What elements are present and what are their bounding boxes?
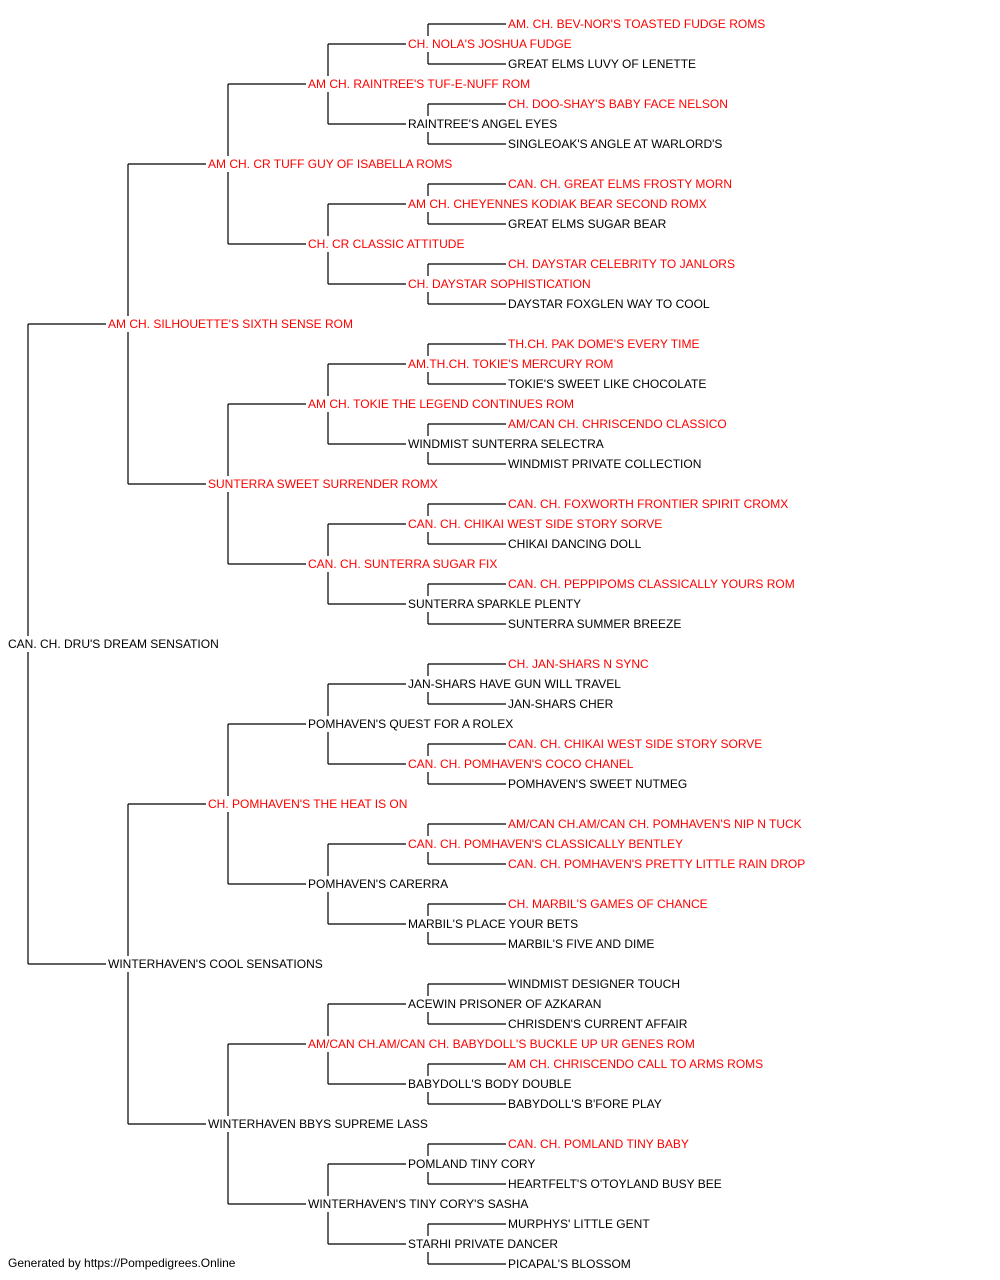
pedigree-node-gen5: CH. JAN-SHARS N SYNC <box>508 657 649 671</box>
pedigree-node-gen3: AM CH. RAINTREE'S TUF-E-NUFF ROM <box>308 77 530 91</box>
pedigree-node-gen1: AM CH. SILHOUETTE'S SIXTH SENSE ROM <box>108 317 353 331</box>
pedigree-node-gen4: JAN-SHARS HAVE GUN WILL TRAVEL <box>408 677 621 691</box>
pedigree-node-gen5: CAN. CH. FOXWORTH FRONTIER SPIRIT CROMX <box>508 497 788 511</box>
pedigree-node-gen3: POMHAVEN'S QUEST FOR A ROLEX <box>308 717 513 731</box>
pedigree-node-gen4: RAINTREE'S ANGEL EYES <box>408 117 557 131</box>
pedigree-node-gen4: MARBIL'S PLACE YOUR BETS <box>408 917 578 931</box>
pedigree-node-gen5: HEARTFELT'S O'TOYLAND BUSY BEE <box>508 1177 722 1191</box>
pedigree-node-gen5: BABYDOLL'S B'FORE PLAY <box>508 1097 662 1111</box>
pedigree-node-gen4: POMLAND TINY CORY <box>408 1157 535 1171</box>
pedigree-node-gen3: POMHAVEN'S CARERRA <box>308 877 448 891</box>
pedigree-node-gen5: CH. DOO-SHAY'S BABY FACE NELSON <box>508 97 728 111</box>
pedigree-node-gen5: CAN. CH. CHIKAI WEST SIDE STORY SORVE <box>508 737 762 751</box>
pedigree-node-gen4: AM CH. CHEYENNES KODIAK BEAR SECOND ROMX <box>408 197 707 211</box>
pedigree-node-gen3: CAN. CH. SUNTERRA SUGAR FIX <box>308 557 497 571</box>
pedigree-node-gen5: CAN. CH. POMHAVEN'S PRETTY LITTLE RAIN D… <box>508 857 805 871</box>
pedigree-node-gen5: TOKIE'S SWEET LIKE CHOCOLATE <box>508 377 706 391</box>
pedigree-node-gen4: SUNTERRA SPARKLE PLENTY <box>408 597 581 611</box>
pedigree-node-gen5: JAN-SHARS CHER <box>508 697 614 711</box>
pedigree-node-gen1: WINTERHAVEN'S COOL SENSATIONS <box>108 957 323 971</box>
pedigree-node-gen5: TH.CH. PAK DOME'S EVERY TIME <box>508 337 699 351</box>
pedigree-node-gen3: CH. CR CLASSIC ATTITUDE <box>308 237 464 251</box>
pedigree-node-gen4: CH. NOLA'S JOSHUA FUDGE <box>408 37 572 51</box>
pedigree-node-gen5: CHIKAI DANCING DOLL <box>508 537 642 551</box>
pedigree-node-gen5: DAYSTAR FOXGLEN WAY TO COOL <box>508 297 710 311</box>
pedigree-node-gen5: CH. DAYSTAR CELEBRITY TO JANLORS <box>508 257 735 271</box>
pedigree-node-gen5: WINDMIST DESIGNER TOUCH <box>508 977 680 991</box>
pedigree-node-gen5: AM CH. CHRISCENDO CALL TO ARMS ROMS <box>508 1057 763 1071</box>
pedigree-node-gen3: AM CH. TOKIE THE LEGEND CONTINUES ROM <box>308 397 574 411</box>
footer-credit: Generated by https://Pompedigrees.Online <box>8 1256 236 1270</box>
pedigree-node-gen5: GREAT ELMS SUGAR BEAR <box>508 217 667 231</box>
pedigree-node-gen5: CH. MARBIL'S GAMES OF CHANCE <box>508 897 708 911</box>
pedigree-node-gen2: WINTERHAVEN BBYS SUPREME LASS <box>208 1117 428 1131</box>
pedigree-node-gen5: MURPHYS' LITTLE GENT <box>508 1217 650 1231</box>
pedigree-node-gen5: GREAT ELMS LUVY OF LENETTE <box>508 57 696 71</box>
pedigree-node-gen5: PICAPAL'S BLOSSOM <box>508 1257 631 1271</box>
pedigree-node-gen3: WINTERHAVEN'S TINY CORY'S SASHA <box>308 1197 528 1211</box>
pedigree-node-gen0: CAN. CH. DRU'S DREAM SENSATION <box>8 637 219 651</box>
pedigree-node-gen5: CAN. CH. POMLAND TINY BABY <box>508 1137 689 1151</box>
pedigree-node-gen4: CAN. CH. POMHAVEN'S CLASSICALLY BENTLEY <box>408 837 683 851</box>
pedigree-node-gen4: CH. DAYSTAR SOPHISTICATION <box>408 277 591 291</box>
pedigree-node-gen5: CAN. CH. GREAT ELMS FROSTY MORN <box>508 177 732 191</box>
pedigree-node-gen4: STARHI PRIVATE DANCER <box>408 1237 558 1251</box>
pedigree-node-gen5: SINGLEOAK'S ANGLE AT WARLORD'S <box>508 137 722 151</box>
pedigree-node-gen4: ACEWIN PRISONER OF AZKARAN <box>408 997 601 1011</box>
pedigree-node-gen5: AM. CH. BEV-NOR'S TOASTED FUDGE ROMS <box>508 17 765 31</box>
pedigree-node-gen4: AM.TH.CH. TOKIE'S MERCURY ROM <box>408 357 613 371</box>
pedigree-node-gen4: CAN. CH. POMHAVEN'S COCO CHANEL <box>408 757 634 771</box>
pedigree-node-gen5: CHRISDEN'S CURRENT AFFAIR <box>508 1017 688 1031</box>
pedigree-node-gen2: SUNTERRA SWEET SURRENDER ROMX <box>208 477 438 491</box>
pedigree-node-gen5: WINDMIST PRIVATE COLLECTION <box>508 457 701 471</box>
pedigree-node-gen5: AM/CAN CH. CHRISCENDO CLASSICO <box>508 417 727 431</box>
pedigree-node-gen2: AM CH. CR TUFF GUY OF ISABELLA ROMS <box>208 157 452 171</box>
pedigree-node-gen5: POMHAVEN'S SWEET NUTMEG <box>508 777 687 791</box>
pedigree-node-gen4: WINDMIST SUNTERRA SELECTRA <box>408 437 604 451</box>
pedigree-node-gen5: SUNTERRA SUMMER BREEZE <box>508 617 681 631</box>
pedigree-node-gen4: BABYDOLL'S BODY DOUBLE <box>408 1077 571 1091</box>
pedigree-node-gen5: AM/CAN CH.AM/CAN CH. POMHAVEN'S NIP N TU… <box>508 817 802 831</box>
pedigree-node-gen5: CAN. CH. PEPPIPOMS CLASSICALLY YOURS ROM <box>508 577 795 591</box>
pedigree-node-gen5: MARBIL'S FIVE AND DIME <box>508 937 654 951</box>
pedigree-node-gen3: AM/CAN CH.AM/CAN CH. BABYDOLL'S BUCKLE U… <box>308 1037 695 1051</box>
pedigree-node-gen2: CH. POMHAVEN'S THE HEAT IS ON <box>208 797 407 811</box>
pedigree-node-gen4: CAN. CH. CHIKAI WEST SIDE STORY SORVE <box>408 517 662 531</box>
